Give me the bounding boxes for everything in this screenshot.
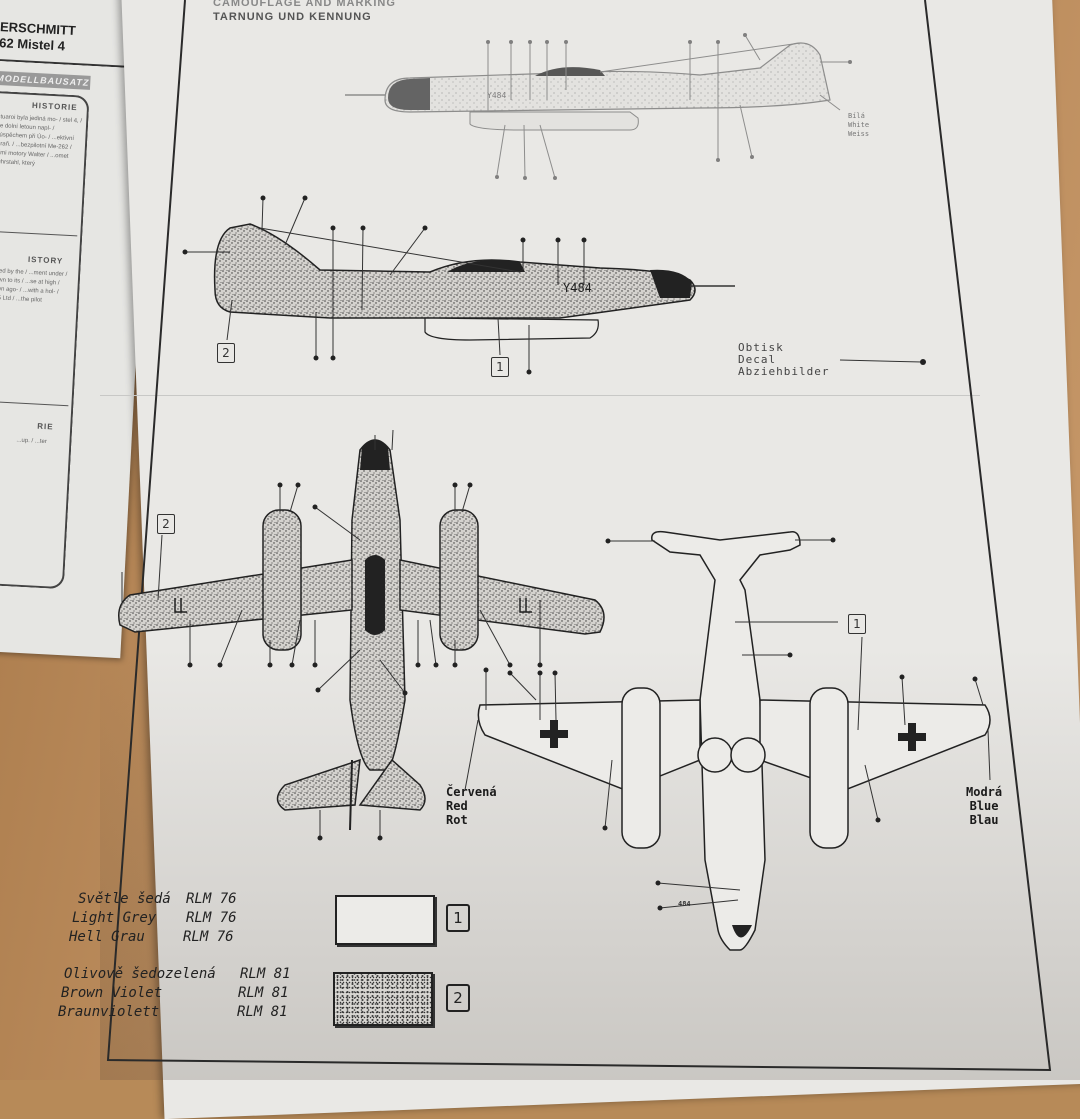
swatch-brown-violet [333,972,433,1026]
decal-label-en: Decal [738,353,777,366]
blue-color-label: Modrá Blue Blau [966,785,1002,827]
decal-leader-line [839,359,923,363]
legend-2-codes: RLM 81 RLM 81 RLM 81 [237,965,291,1022]
callout-2-side: 2 [217,343,235,363]
red-label-cz: Červená [446,785,497,799]
legend-1-codes: RLM 76 RLM 76 RLM 76 [183,890,237,947]
callout-1-bottom: 1 [848,614,866,634]
legend-1-name-de: Hell Grau [69,929,145,945]
legend-number-2: 2 [446,984,470,1012]
side-view-lower: Y484 [182,195,735,375]
decal-label-de: Abziehbilder [738,365,830,378]
decal-label: Obtisk Decal Abziehbilder [738,342,829,378]
legend-2-name-de: Braunviolett [58,1004,160,1020]
callout-1-side: 1 [491,357,509,377]
header-camouflage: CAMOUFLAGE AND MARKING [213,0,396,9]
red-label-en: Red [446,799,468,813]
legend-2-names: Olivově šedozelená Brown Violet Braunvio… [58,965,216,1022]
bottom-view [464,530,991,951]
sheet-fold-line [100,395,980,396]
legend-number-1: 1 [446,904,470,932]
white-color-label: Bílá White Weiss [848,112,869,139]
sheet-header: CAMOUFLAGE AND MARKING TARNUNG UND KENNU… [213,0,396,24]
callout-2-top: 2 [157,514,175,534]
underside-code-label: 484 [678,900,691,908]
fuselage-code: Y484 [563,281,592,295]
blue-label-de: Blau [969,813,999,827]
red-label-de: Rot [446,813,468,827]
legend-1-code: RLM 76 [186,891,237,907]
legend-2-code: RLM 81 [237,1004,288,1020]
white-label-cz: Bílá [848,112,865,120]
legend-2-name-cz: Olivově šedozelená [64,966,216,982]
blue-label-cz: Modrá [966,785,1003,799]
legend-2-code: RLM 81 [238,985,289,1001]
legend-2-code: RLM 81 [240,966,291,982]
legend-1-name-cz: Světle šedá [78,891,171,907]
decal-leader-dot [920,359,926,365]
legend-1-code: RLM 76 [186,910,237,926]
legend-1-code: RLM 76 [183,929,234,945]
legend-1-name-en: Light Grey [72,910,157,926]
aircraft-drawings: Y484 Y484 [106,0,1052,1072]
swatch-light-grey [335,895,435,945]
white-label-de: Weiss [848,130,870,138]
svg-text:Y484: Y484 [487,91,506,100]
legend-1-names: Světle šedá Light Grey Hell Grau [69,890,171,947]
white-label-en: White [848,121,870,129]
legend-2-name-en: Brown Violet [61,985,163,1001]
decal-label-cz: Obtisk [738,341,784,354]
header-tarnung: TARNUNG UND KENNUNG [213,11,372,23]
blue-label-en: Blue [969,799,999,813]
side-view-upper: Y484 [345,33,852,180]
red-color-label: Červená Red Rot [446,785,497,827]
top-view [118,429,605,841]
sheet-frame [106,0,1052,1072]
